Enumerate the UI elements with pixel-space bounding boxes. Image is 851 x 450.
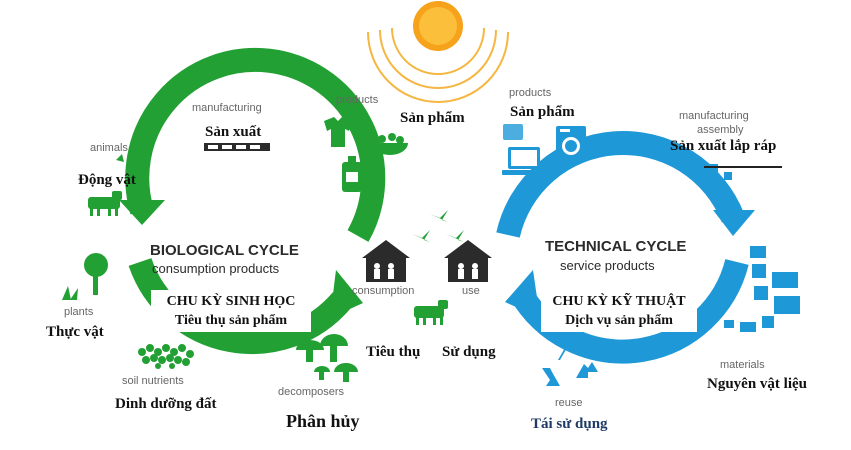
label-manufacturing: manufacturing	[192, 102, 262, 114]
label-animals-vn: Động vật	[78, 172, 136, 188]
washing-machine-icon	[556, 126, 586, 162]
label-products-bio: products	[336, 94, 379, 106]
food-bowl-icon	[372, 133, 408, 155]
label-manufacturing-assembly-line2: assembly	[697, 124, 744, 136]
label-plants: plants	[64, 306, 94, 318]
bottle-icon	[342, 156, 362, 192]
technical-cycle-vn-box: CHU KỲ KỸ THUẬT Dịch vụ sản phẩm	[541, 290, 697, 332]
plant-icon	[62, 253, 108, 300]
technical-cycle-subtitle: service products	[560, 258, 655, 273]
label-products-tech-vn: Sản phẩm	[510, 104, 575, 120]
label-soil-nutrients: soil nutrients	[122, 375, 184, 387]
technical-cycle-subtitle-vn: Dịch vụ sản phẩm	[565, 313, 673, 328]
technical-cycle-title: TECHNICAL CYCLE	[545, 238, 687, 255]
label-use-vn: Sử dụng	[442, 344, 496, 360]
label-decomposers-vn: Phân hủy	[286, 411, 360, 431]
label-consumption-vn: Tiêu thụ	[366, 344, 421, 360]
birds-icon	[412, 210, 464, 242]
biological-cycle-title-vn: CHU KỲ SINH HỌC	[166, 294, 296, 309]
technical-cycle-title-vn: CHU KỲ KỸ THUẬT	[552, 294, 686, 309]
label-manufacturing-assembly-vn: Sản xuất lắp ráp	[670, 138, 777, 154]
separator-line	[704, 166, 782, 168]
label-products-bio-vn: Sản phẩm	[400, 110, 465, 126]
biological-cycle-subtitle-vn: Tiêu thụ sản phẩm	[174, 313, 288, 328]
label-materials-vn: Nguyên vật liệu	[707, 376, 808, 392]
biological-cycle-title: BIOLOGICAL CYCLE	[150, 242, 299, 259]
tshirt-icon	[324, 117, 352, 147]
label-materials: materials	[720, 359, 765, 371]
house-consumption-icon	[362, 240, 410, 282]
materials-icon	[704, 164, 800, 332]
decomposers-mushroom-icon	[296, 334, 358, 382]
label-decomposers: decomposers	[278, 386, 345, 398]
label-animals: animals	[90, 142, 128, 154]
biological-cycle-vn-box: CHU KỲ SINH HỌC Tiêu thụ sản phẩm	[151, 290, 311, 332]
soil-nutrients-icon	[138, 344, 194, 369]
label-products-tech: products	[509, 87, 552, 99]
label-manufacturing-vn: Sản xuất	[205, 124, 262, 140]
cow-icon	[414, 300, 448, 325]
sun-icon	[367, 1, 509, 103]
biological-cycle-subtitle: consumption products	[152, 261, 280, 276]
label-use: use	[462, 285, 480, 297]
label-plants-vn: Thực vật	[46, 324, 104, 340]
laptop-icon	[502, 124, 546, 175]
label-consumption: consumption	[352, 285, 415, 297]
label-reuse-vn: Tái sử dụng	[531, 416, 608, 432]
factory-icon	[204, 143, 270, 151]
label-soil-nutrients-vn: Dinh dưỡng đất	[115, 396, 217, 412]
label-reuse: reuse	[555, 397, 583, 409]
label-manufacturing-assembly-line1: manufacturing	[679, 110, 749, 122]
animal-cow-icon	[88, 154, 124, 216]
recycle-icon	[542, 340, 598, 386]
house-use-icon	[444, 240, 492, 282]
